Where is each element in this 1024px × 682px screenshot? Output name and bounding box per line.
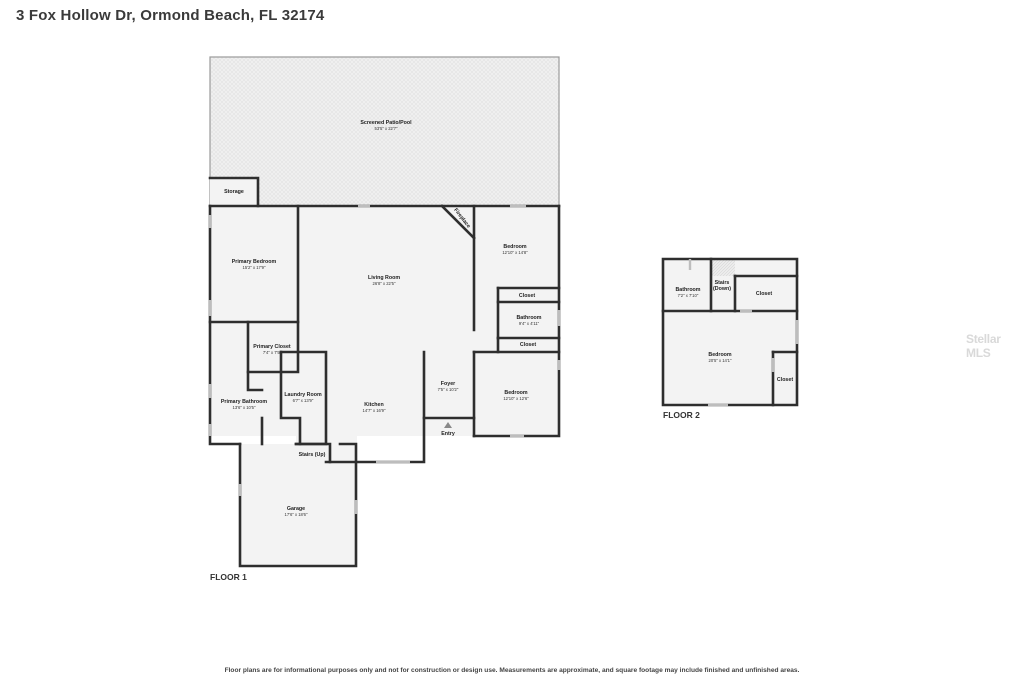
stairs-up-label: Stairs (Up) [299,452,326,458]
f2-closet-top-name: Closet [756,291,772,297]
room-bedroom-se-name: Bedroom [504,390,528,396]
floor-1-walls [208,176,561,568]
entry-arrow-icon [444,422,452,428]
entry-label: Entry [441,431,455,437]
room-storage-name: Storage [224,189,244,195]
screened-patio-area [209,56,560,207]
room-kitchen-name: Kitchen [364,402,383,408]
floor-1: Screened Patio/Pool 53'5" x 22'7" Storag… [208,56,561,582]
room-laundry-dims: 6'7" x 13'9" [293,398,314,403]
f2-bathroom-dims: 7'2" x 7'10" [678,293,699,298]
room-primary-bathroom-name: Primary Bathroom [221,399,268,405]
room-primary-closet-dims: 7'4" x 7'5" [263,350,282,355]
room-bedroom-ne-name: Bedroom [503,244,527,250]
f2-bedroom-dims: 20'5" x 14'1" [709,358,732,363]
room-primary-closet-name: Primary Closet [253,344,291,350]
f2-closet-right-name: Closet [777,377,793,383]
f2-stairs-down-label: (Down) [713,286,731,292]
room-laundry-name: Laundry Room [284,392,322,398]
mls-watermark: Stellar MLS [966,332,1001,360]
floor-1-label: FLOOR 1 [210,572,247,582]
room-primary-bedroom-dims: 15'2" x 17'9" [243,265,266,270]
floor-2-label: FLOOR 2 [663,410,700,420]
f2-stairs-label: Stairs [715,280,730,286]
room-patio-dims: 53'5" x 22'7" [375,126,398,131]
room-primary-bathroom-dims: 13'6" x 10'5" [233,405,256,410]
room-bedroom-ne-dims: 12'10" x 14'8" [502,250,528,255]
floor-2-fill [663,259,797,405]
room-kitchen-dims: 14'7" x 16'9" [363,408,386,413]
room-bathroom-name: Bathroom [516,315,541,321]
room-foyer-name: Foyer [441,381,455,387]
room-closet-a-name: Closet [519,293,535,299]
room-patio-name: Screened Patio/Pool [360,120,412,126]
f2-bedroom-name: Bedroom [708,352,732,358]
floor-2: Bathroom 7'2" x 7'10" Stairs (Down) Clos… [661,257,799,420]
floor-2-windows [688,259,799,407]
room-bathroom-dims: 9'4" x 4'11" [519,321,540,326]
room-garage-name: Garage [287,506,305,512]
disclaimer-text: Floor plans are for informational purpos… [224,667,800,674]
room-primary-bedroom-name: Primary Bedroom [232,259,277,265]
property-address: 3 Fox Hollow Dr, Ormond Beach, FL 32174 [16,7,325,24]
room-closet-b-name: Closet [520,342,536,348]
room-foyer-dims: 7'5" x 10'2" [438,387,459,392]
room-bedroom-se-dims: 12'10" x 12'6" [503,396,529,401]
floor-1-windows [208,204,561,514]
room-living-name: Living Room [368,275,400,281]
room-living-dims: 26'8" x 22'5" [373,281,396,286]
room-garage-dims: 17'6" x 18'6" [285,512,308,517]
stairs-treads [711,260,735,276]
f2-bathroom-name: Bathroom [675,287,700,293]
